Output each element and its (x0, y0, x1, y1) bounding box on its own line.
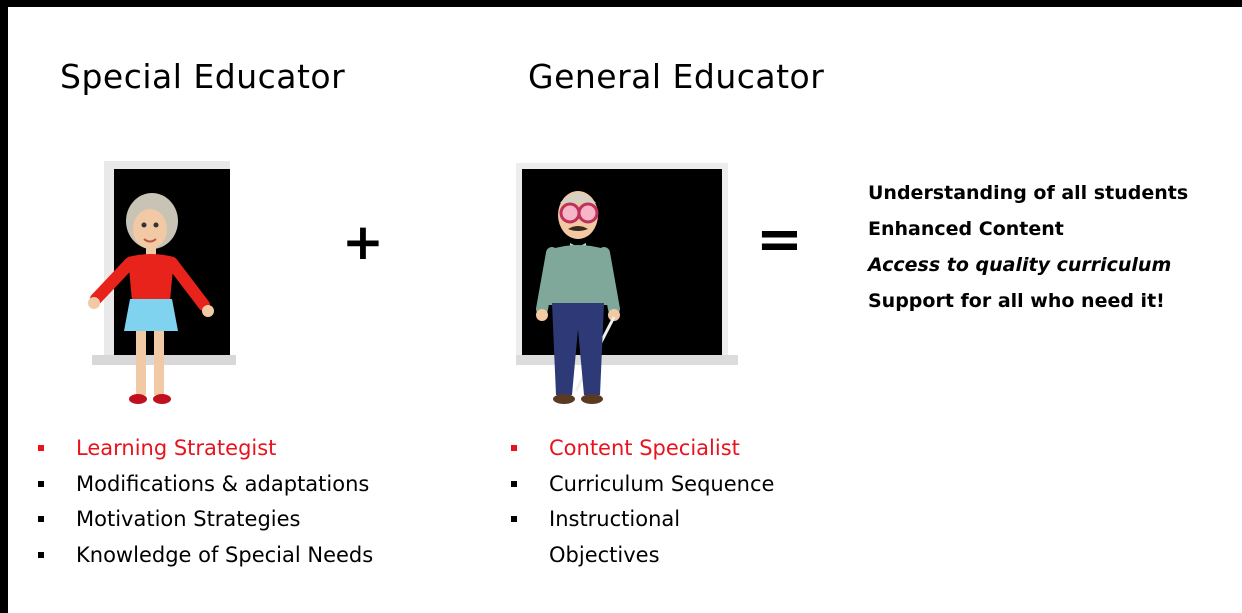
list-item-label: Content Specialist (549, 436, 740, 460)
list-item: Instructional (511, 502, 774, 538)
list-item-label: Instructional (549, 507, 681, 531)
list-item: Modifications & adaptations (38, 467, 373, 503)
general-educator-list: Content Specialist Curriculum Sequence I… (511, 431, 774, 573)
list-item: Motivation Strategies (38, 502, 373, 538)
outcomes-list: Understanding of all students Enhanced C… (868, 175, 1188, 319)
woman-figure (88, 193, 214, 404)
outcome-item: Enhanced Content (868, 218, 1064, 240)
general-educator-illustration (516, 163, 738, 404)
list-item: Knowledge of Special Needs (38, 538, 373, 574)
general-educator-heading: General Educator (528, 57, 825, 96)
list-item: Curriculum Sequence (511, 467, 774, 503)
list-item-label: Curriculum Sequence (549, 471, 775, 496)
bullet-square-icon (38, 516, 44, 522)
man-figure (536, 191, 620, 404)
bullet-square-icon (511, 480, 517, 487)
bullet-square-icon (38, 445, 44, 451)
list-item-label: Knowledge of Special Needs (76, 542, 374, 567)
plus-sign: + (342, 213, 384, 271)
list-item-label: Objectives (549, 542, 660, 567)
list-item-label: Learning Strategist (76, 436, 277, 460)
bullet-square-icon (38, 551, 44, 558)
outcome-item: Support for all who need it! (868, 290, 1165, 312)
outcome-item: Understanding of all students (868, 182, 1189, 204)
list-item-label: Motivation Strategies (76, 507, 301, 531)
special-educator-illustration (88, 161, 236, 404)
list-item-label: Modifications & adaptations (76, 471, 370, 496)
bullet-square-icon (38, 480, 44, 487)
outcome-item: Access to quality curriculum (868, 254, 1172, 276)
equals-sign: = (756, 207, 803, 272)
bullet-square-icon (511, 445, 517, 451)
chalk-tray (516, 355, 738, 365)
special-educator-list: Learning Strategist Modifications & adap… (38, 431, 373, 573)
bullet-square-icon (511, 516, 517, 522)
list-item-continuation: Objectives (511, 538, 774, 574)
special-educator-heading: Special Educator (60, 57, 346, 96)
list-item: Learning Strategist (38, 431, 373, 467)
list-item: Content Specialist (511, 431, 774, 467)
